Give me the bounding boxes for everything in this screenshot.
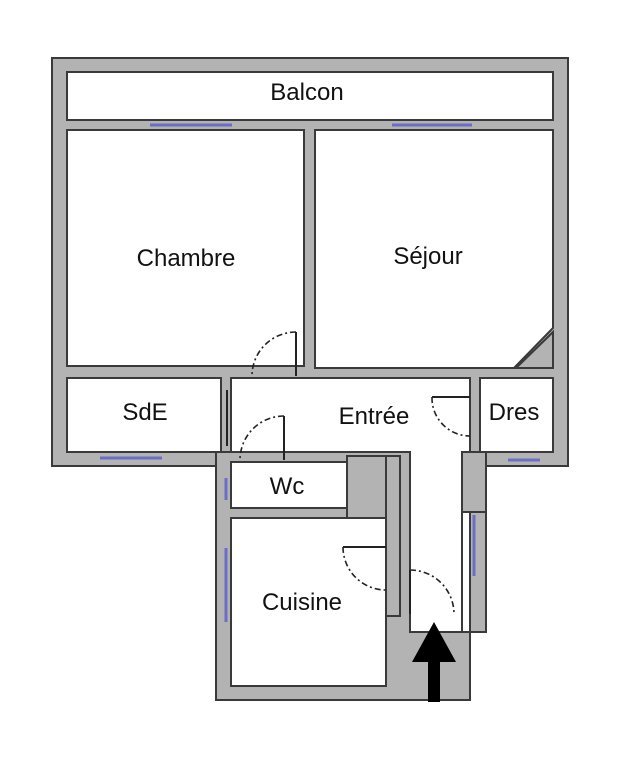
- windows: [100, 123, 540, 622]
- label-sejour: Séjour: [393, 243, 462, 270]
- label-balcon: Balcon: [270, 79, 343, 106]
- label-dres: Dres: [489, 399, 540, 426]
- room-sde: [66, 377, 222, 453]
- room-dres: [479, 377, 554, 453]
- room-cuisine: [230, 517, 387, 687]
- room-chambre: [66, 129, 305, 367]
- label-entree: Entrée: [339, 403, 410, 430]
- label-chambre: Chambre: [137, 245, 236, 272]
- label-wc: Wc: [270, 473, 305, 500]
- room-wc: [230, 461, 348, 509]
- label-sde: SdE: [122, 399, 167, 426]
- doors: [226, 331, 471, 615]
- rooms: [66, 71, 554, 687]
- inner-walls: [346, 451, 487, 617]
- entrance-arrow-icon: [412, 622, 456, 702]
- closet-corner: [513, 329, 554, 369]
- room-sejour: [314, 129, 554, 369]
- label-cuisine: Cuisine: [262, 589, 342, 616]
- room-entree: [230, 377, 471, 633]
- room-balcon: [66, 71, 554, 121]
